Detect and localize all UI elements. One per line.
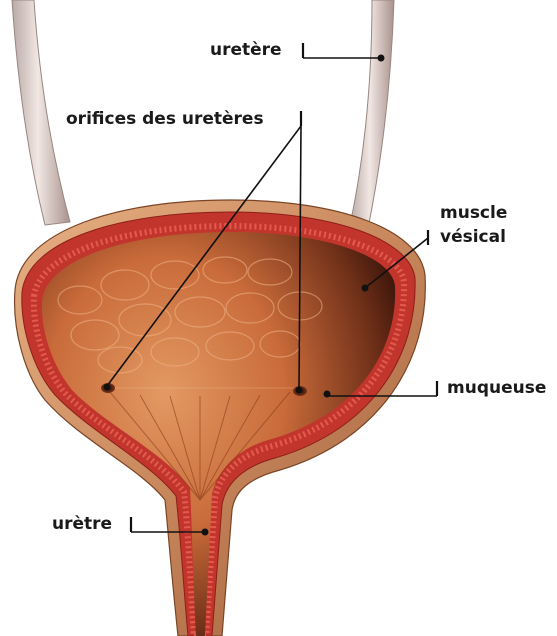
bladder-wall <box>15 200 426 636</box>
label-orifices: orifices des uretères <box>66 109 264 129</box>
label-uretre: urètre <box>52 514 112 534</box>
label-uretere: uretère <box>210 40 282 60</box>
label-muqueuse: muqueuse <box>447 378 546 398</box>
label-muscle-line2: vésical <box>440 227 506 247</box>
label-muscle-line1: muscle <box>440 203 507 223</box>
